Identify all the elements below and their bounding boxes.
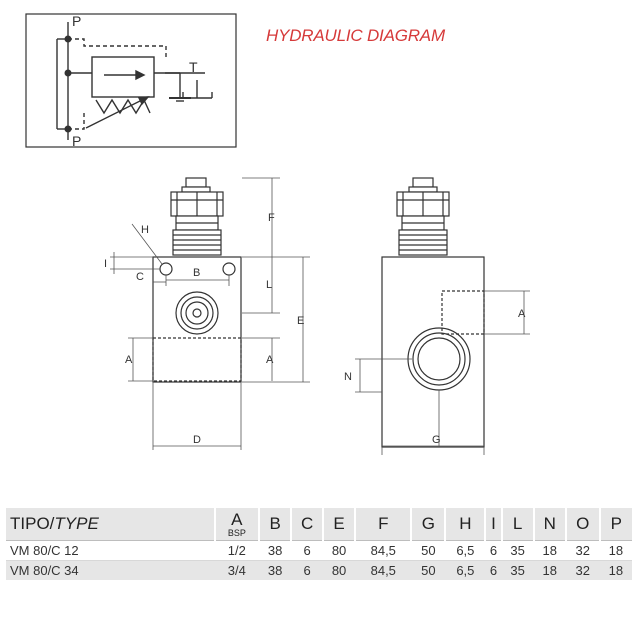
table-cell: 32 [565,560,600,580]
dim-e-label: E [297,315,304,327]
table-cell: 80 [322,540,356,561]
table-cell: 6 [485,560,502,580]
header-n: N [532,508,566,541]
header-b: B [258,508,292,541]
table-cell: 38 [259,540,292,561]
dim-d-label: D [193,434,201,446]
table-row: VM 80/C 34 3/4 38 6 80 84,5 50 6,5 6 35 … [6,560,632,580]
dim-h-label: H [141,224,149,236]
header-p: P [598,508,632,541]
header-e: E [321,508,356,541]
dim-a-side-label: A [518,308,526,320]
table-cell: 38 [259,560,292,580]
dim-l-label: L [266,279,272,291]
dim-n-label: N [344,371,352,383]
table-cell: VM 80/C 34 [6,560,215,580]
dim-b-label: B [193,267,200,279]
table-cell: 50 [411,560,446,580]
port-p-bottom-label: P [72,133,81,149]
port-p-top-label: P [72,13,81,29]
table-cell: 6,5 [445,540,486,561]
hydraulic-symbol [25,13,237,148]
table-row: VM 80/C 12 1/2 38 6 80 84,5 50 6,5 6 35 … [6,540,632,561]
table-cell: 6 [291,560,323,580]
table-cell: 80 [322,560,356,580]
dim-g-label: G [432,434,441,446]
header-h: H [444,508,486,541]
header-o: O [564,508,600,541]
front-view-dimensions [110,177,310,450]
table-cell: 18 [599,540,632,561]
header-i: I [484,508,502,541]
side-view [381,177,485,448]
table-cell: 50 [411,540,446,561]
table-cell: 1/2 [214,540,260,561]
technical-drawing: P P T [25,13,530,455]
header-c: C [290,508,323,541]
table-header-row: TIPO/TYPE A BSP B C E F G H I L N O P [6,508,632,541]
table-cell: 3/4 [214,560,260,580]
table-cell: 35 [501,540,534,561]
side-view-dimensions [355,290,530,455]
table-cell: 18 [533,560,566,580]
table-cell: 84,5 [355,540,412,561]
dim-i-label: I [104,258,107,270]
header-a: A BSP [213,508,260,541]
header-f: F [354,508,412,541]
dim-a-front-label: A [266,354,274,366]
header-g: G [410,508,446,541]
front-view [152,177,242,383]
diagram-title: HYDRAULIC DIAGRAM [266,26,445,45]
dim-f-label: F [268,212,275,224]
header-type: TIPO/TYPE [6,508,215,541]
dim-c-label: C [136,271,144,283]
table-cell: 18 [533,540,566,561]
table-cell: 84,5 [355,560,412,580]
table-cell: 6 [485,540,502,561]
table-cell: 32 [565,540,600,561]
header-l: L [500,508,534,541]
table-cell: 6,5 [445,560,486,580]
table-cell: 6 [291,540,323,561]
table-cell: VM 80/C 12 [6,540,215,561]
port-t-label: T [189,59,198,75]
table-cell: 18 [599,560,632,580]
dimensions-table: TIPO/TYPE A BSP B C E F G H I L N O P VM… [6,508,632,580]
table-cell: 35 [501,560,534,580]
dim-a-left-label: A [125,354,133,366]
